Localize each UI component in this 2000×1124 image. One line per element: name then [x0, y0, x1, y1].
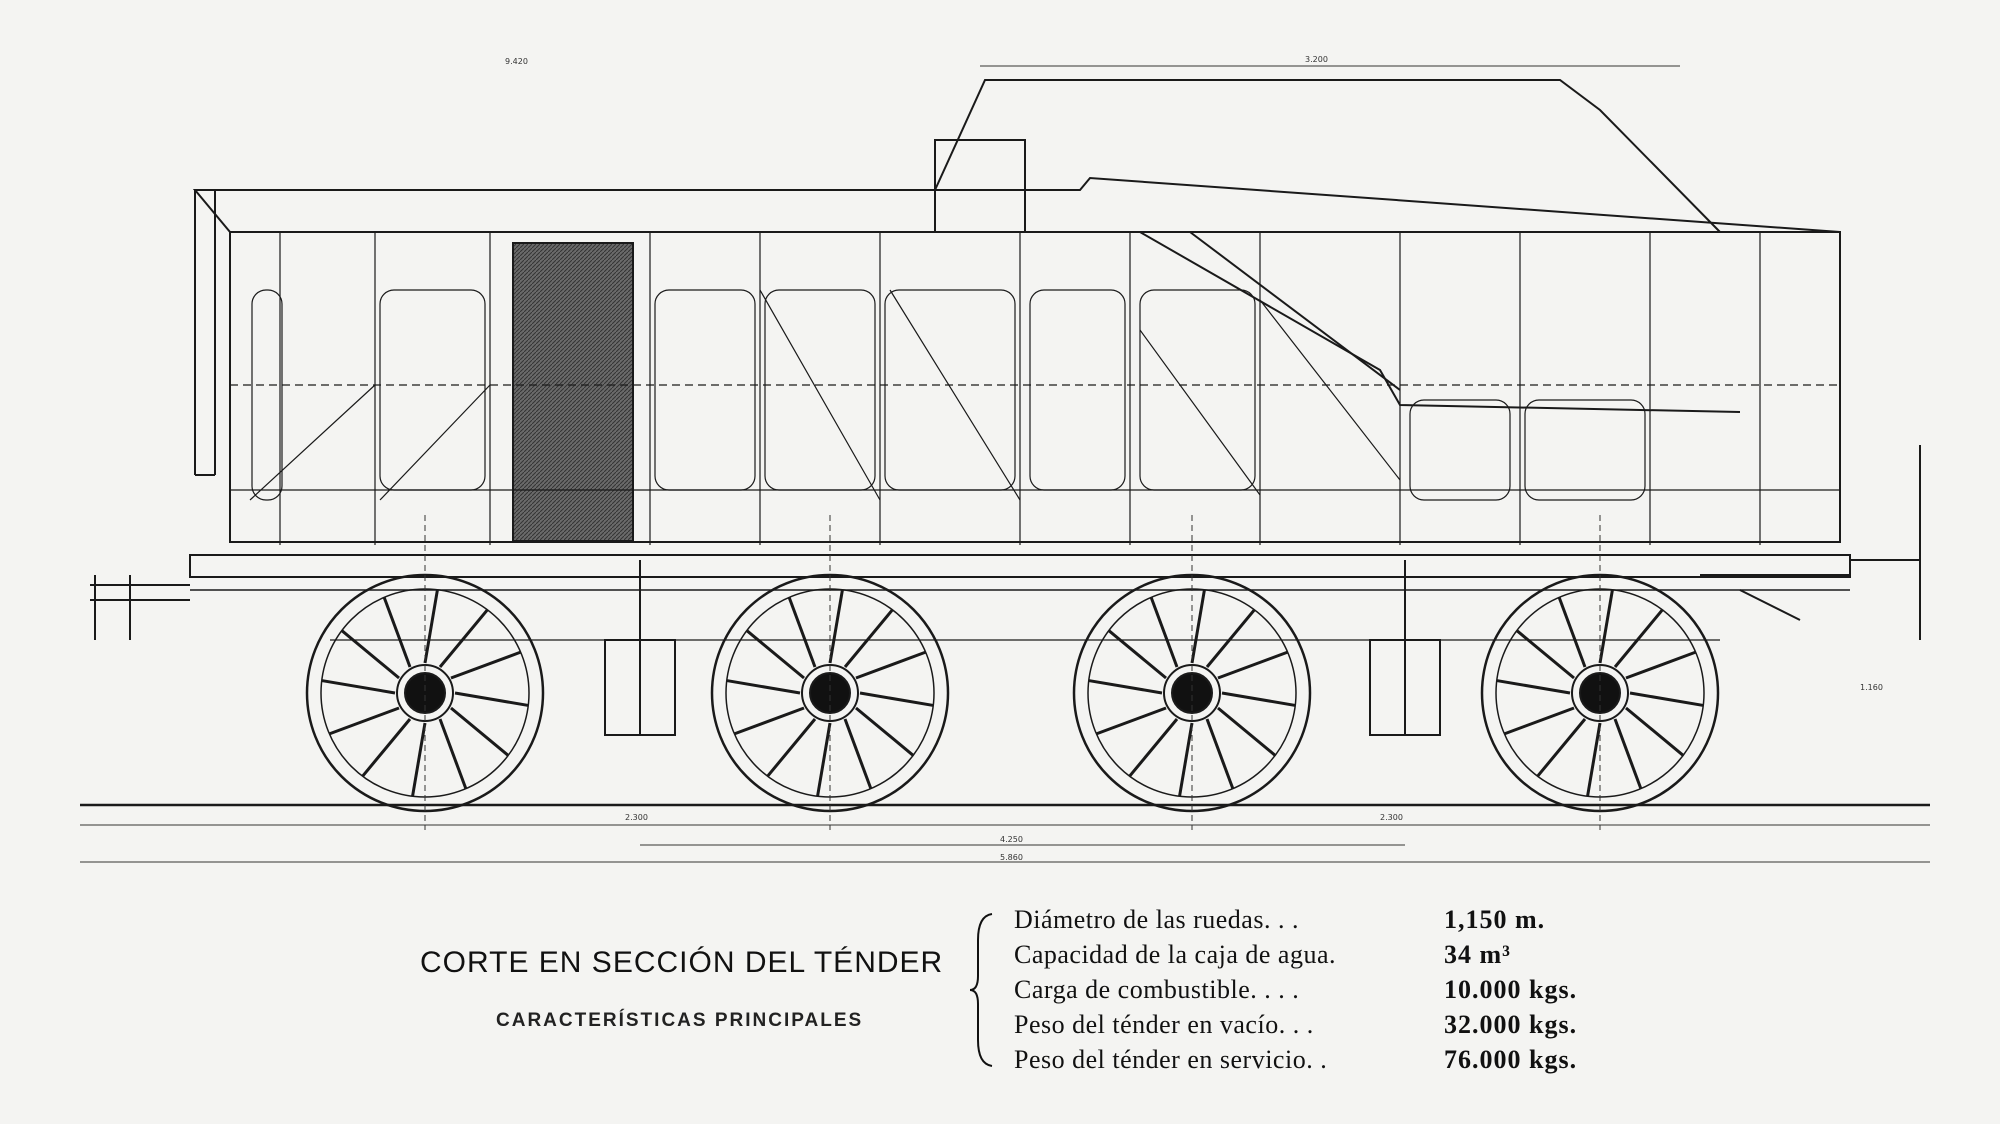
spec-row: Carga de combustible. . . . 10.000 kgs.: [1014, 972, 1577, 1007]
spec-label: Peso del ténder en vacío. . .: [1014, 1010, 1314, 1039]
dim-span-a: 2.300: [625, 813, 648, 822]
dim-base-length: 5.860: [1000, 853, 1023, 862]
rear-buffer: [90, 575, 190, 640]
spec-row: Capacidad de la caja de agua. 34 m³: [1014, 937, 1577, 972]
spec-label: Peso del ténder en servicio. .: [1014, 1045, 1328, 1074]
tender-section-drawing: 9.420 3.200 2.300 2.300 4.250 5.860 1.16…: [80, 55, 1930, 863]
spec-row: Peso del ténder en vacío. . . 32.000 kgs…: [1014, 1007, 1577, 1042]
dim-tank-height: 1.160: [1860, 683, 1883, 692]
spec-row: Peso del ténder en servicio. . 76.000 kg…: [1014, 1042, 1577, 1077]
dim-span-b: 2.300: [1380, 813, 1403, 822]
spec-value: 32.000 kgs.: [1444, 1010, 1578, 1039]
spec-label: Capacidad de la caja de agua.: [1014, 940, 1336, 969]
water-tank: [229, 231, 1841, 543]
rear-ladder: [194, 190, 216, 476]
coal-door: [934, 139, 1026, 233]
spec-label: Carga de combustible. . . .: [1014, 975, 1300, 1004]
dim-wheelbase: 4.250: [1000, 835, 1023, 844]
dim-coal-width: 3.200: [1305, 55, 1328, 64]
spec-value: 76.000 kgs.: [1444, 1045, 1578, 1074]
wheel-hub: [1171, 672, 1213, 714]
wheel: [305, 573, 545, 813]
spec-label: Diámetro de las ruedas. . .: [1014, 905, 1299, 934]
section-title: CORTE EN SECCIÓN DEL TÉNDER: [420, 946, 944, 979]
wheel-hub: [1579, 672, 1621, 714]
tank-roof: [192, 176, 1841, 233]
curly-brace: [969, 913, 993, 1067]
dim-overall-length: 9.420: [505, 57, 528, 66]
front-coupling: [1700, 445, 1921, 640]
spec-row: Diámetro de las ruedas. . . 1,150 m.: [1014, 902, 1577, 937]
specs-list: Diámetro de las ruedas. . . 1,150 m. Cap…: [1014, 902, 1577, 1077]
spec-value: 1,150 m.: [1444, 905, 1546, 934]
underframe: [189, 554, 1851, 578]
wheel-hub: [809, 672, 851, 714]
spec-value: 34 m³: [1444, 940, 1511, 969]
manhole-panel: [512, 242, 634, 542]
section-subtitle: CARACTERÍSTICAS PRINCIPALES: [496, 1010, 864, 1031]
wheel-hub: [404, 672, 446, 714]
spec-value: 10.000 kgs.: [1444, 975, 1578, 1004]
coal-bunker: [934, 79, 1721, 233]
